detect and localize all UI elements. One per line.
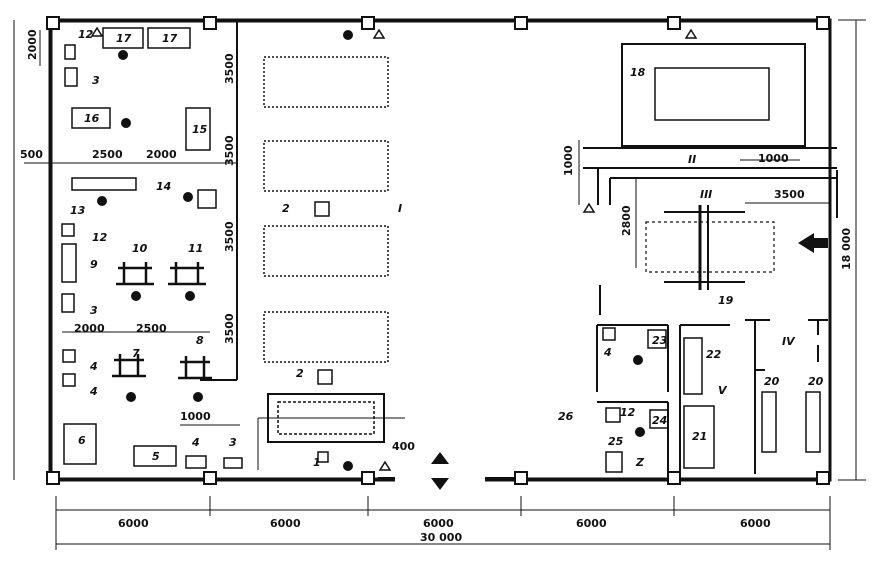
- label-17b: 17: [162, 32, 178, 45]
- dim-2800: 2800: [620, 205, 633, 236]
- label-25: 25: [608, 435, 624, 448]
- label-10: 10: [132, 242, 148, 255]
- bay-dim-5: 6000: [740, 517, 771, 530]
- dim-2500-a: 2500: [92, 148, 123, 161]
- dim-2500-b: 2500: [136, 322, 167, 335]
- label-5: 5: [152, 450, 160, 463]
- label-11: 11: [188, 242, 203, 255]
- dim-1000-left: 1000: [562, 145, 575, 176]
- workstations-zone-I: [263, 56, 389, 363]
- label-z: Z: [635, 456, 645, 469]
- label-22: 22: [706, 348, 722, 361]
- label-24: 24: [652, 414, 667, 427]
- zone-III: III: [700, 188, 712, 201]
- label-20a: 20: [764, 375, 780, 388]
- gate-arrow: [431, 233, 828, 490]
- operator-markers: [97, 30, 645, 471]
- dim-500: 500: [20, 148, 43, 161]
- dim-2000-c: 2000: [74, 322, 105, 335]
- dim-1000-a: 1000: [180, 410, 211, 423]
- label-14: 14: [156, 180, 171, 193]
- dim-3500-right: 3500: [774, 188, 805, 201]
- label-3a: 3: [92, 74, 100, 87]
- bay-dim-1: 6000: [118, 517, 149, 530]
- dimension-lines: [13, 19, 866, 550]
- dim-2000-b: 2000: [146, 148, 177, 161]
- dim-3500-a: 3500: [223, 53, 236, 84]
- outer-wall: [48, 18, 832, 482]
- zone-I: I: [398, 202, 402, 215]
- label-1: 1: [313, 456, 321, 469]
- total-width: 30 000: [420, 531, 462, 544]
- label-9: 9: [90, 258, 98, 271]
- label-19: 19: [718, 294, 734, 307]
- label-2a: 2: [282, 202, 290, 215]
- dim-2000-top: 2000: [26, 29, 39, 60]
- bay-dim-4: 6000: [576, 517, 607, 530]
- label-20b: 20: [808, 375, 824, 388]
- platform-18: [621, 43, 806, 147]
- label-23: 23: [652, 334, 668, 347]
- label-15: 15: [192, 123, 208, 136]
- label-12-right: 12: [620, 406, 636, 419]
- warning-triangles: [90, 26, 698, 471]
- dim-3500-b: 3500: [223, 135, 236, 166]
- label-12-mid: 12: [92, 231, 108, 244]
- label-3c: 3: [229, 436, 237, 449]
- dim-3500-d: 3500: [223, 313, 236, 344]
- label-17a: 17: [116, 32, 132, 45]
- machine-tools: [112, 262, 212, 380]
- columns: [46, 16, 830, 485]
- dim-3500-c: 3500: [223, 221, 236, 252]
- label-4b: 4: [89, 385, 98, 398]
- label-6: 6: [78, 434, 86, 447]
- label-7: 7: [132, 347, 140, 360]
- equipment: [61, 27, 821, 473]
- label-3b: 3: [90, 304, 98, 317]
- label-4c: 4: [191, 436, 200, 449]
- label-2b: 2: [296, 367, 304, 380]
- label-26: 26: [558, 410, 574, 423]
- label-21: 21: [692, 430, 707, 443]
- crane-zone: [645, 221, 775, 273]
- zone-II: II: [688, 153, 696, 166]
- label-12-top: 12: [78, 28, 94, 41]
- bay-dim-2: 6000: [270, 517, 301, 530]
- zone-IV: IV: [782, 335, 796, 348]
- label-4a: 4: [89, 360, 98, 373]
- label-13: 13: [70, 204, 86, 217]
- total-depth: 18 000: [840, 228, 853, 270]
- zone-V: V: [718, 384, 728, 397]
- bay-dim-3: 6000: [423, 517, 454, 530]
- dim-1000-right: 1000: [758, 152, 789, 165]
- label-8: 8: [196, 334, 204, 347]
- dim-400: 400: [392, 440, 415, 453]
- label-16: 16: [84, 112, 100, 125]
- label-18: 18: [630, 66, 646, 79]
- label-4d: 4: [603, 346, 612, 359]
